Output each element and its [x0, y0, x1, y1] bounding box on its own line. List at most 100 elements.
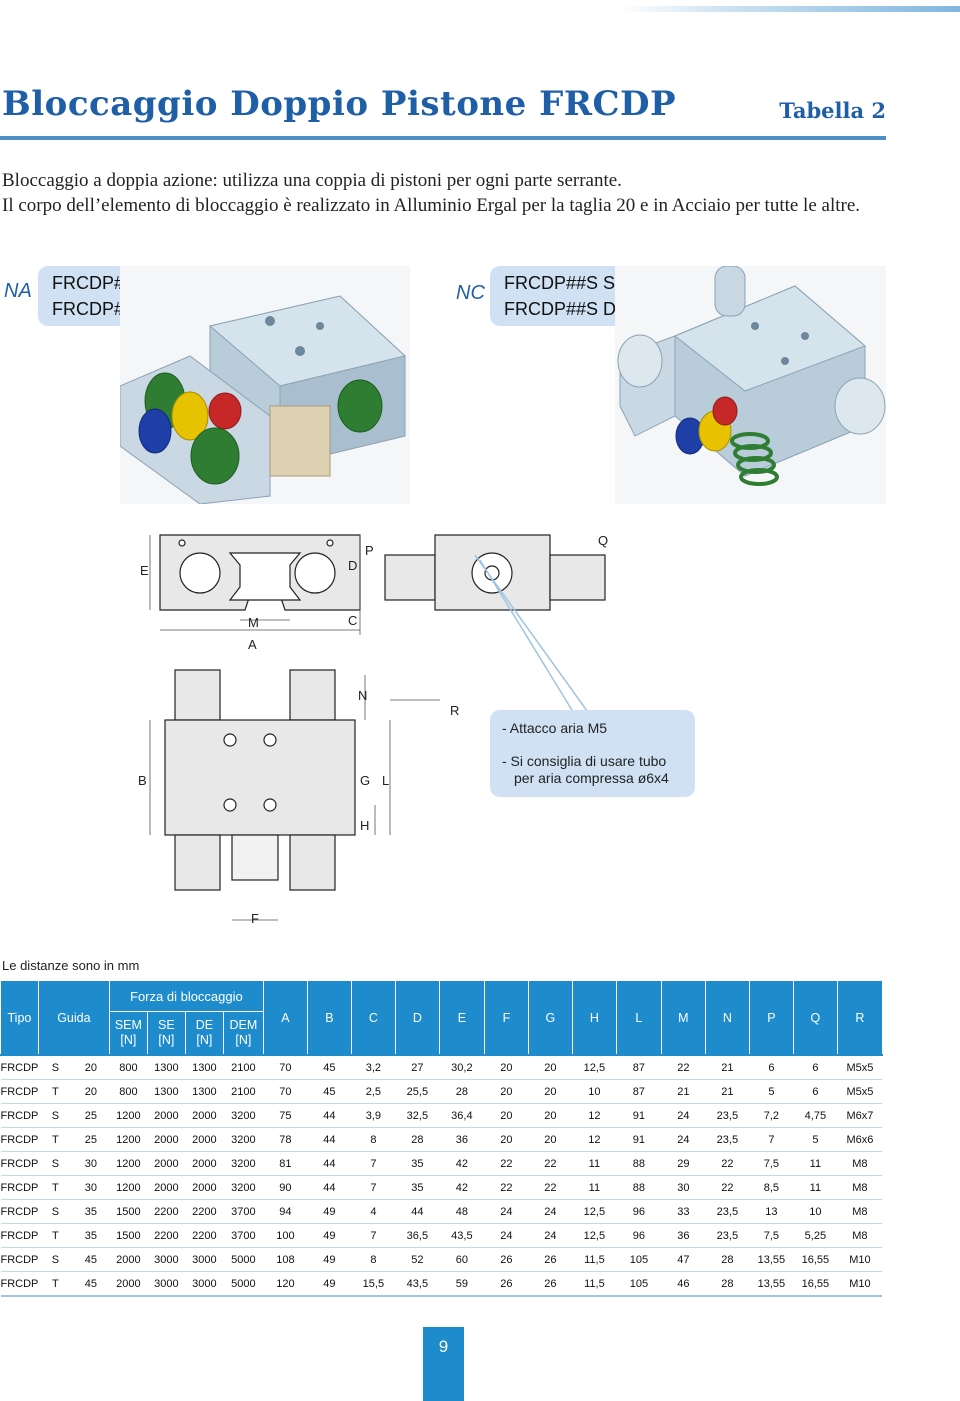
table-cell: 20 — [484, 1103, 529, 1128]
table-cell: 7 — [351, 1223, 396, 1248]
table-cell: 43,5 — [439, 1223, 485, 1248]
table-cell: FRCDP — [0, 1151, 39, 1176]
table-cell: 12,5 — [572, 1199, 617, 1224]
table-cell: 2100 — [223, 1054, 264, 1080]
title-rule — [0, 136, 886, 140]
table-cell: 10 — [793, 1199, 838, 1224]
dim-c: C — [348, 613, 357, 628]
table-cell: 22 — [484, 1175, 529, 1200]
table-cell: 45 — [72, 1247, 110, 1272]
table-cell: 3700 — [223, 1223, 264, 1248]
page-title: Bloccaggio Doppio Pistone FRCDP — [2, 84, 677, 124]
intro-text: Bloccaggio a doppia azione: utilizza una… — [2, 168, 882, 218]
table-cell: 3000 — [185, 1271, 224, 1297]
table-cell: M5x5 — [837, 1054, 883, 1080]
table-cell: 1200 — [109, 1151, 148, 1176]
table-cell: 21 — [705, 1079, 750, 1104]
table-cell: 20 — [528, 1103, 573, 1128]
table-cell: T — [38, 1271, 73, 1297]
table-cell: 3700 — [223, 1199, 264, 1224]
table-cell: 24 — [661, 1103, 706, 1128]
table-cell: 20 — [528, 1127, 573, 1152]
table-cell: 49 — [307, 1199, 352, 1224]
nc-tag: NC — [456, 282, 485, 304]
table-cell: 46 — [661, 1271, 706, 1297]
table-cell: 91 — [616, 1103, 662, 1128]
col-guida: Guida — [37, 980, 110, 1056]
table-cell: 20 — [484, 1054, 529, 1080]
table-cell: M6x6 — [837, 1127, 883, 1152]
table-cell: 36 — [661, 1223, 706, 1248]
table-cell: 25 — [72, 1103, 110, 1128]
table-cell: 7,5 — [749, 1151, 794, 1176]
table-cell: 11,5 — [572, 1271, 617, 1297]
table-cell: 20 — [484, 1079, 529, 1104]
table-cell: 1500 — [109, 1223, 148, 1248]
col-e: E — [438, 980, 485, 1056]
table-cell: 36,5 — [395, 1223, 440, 1248]
table-cell: 108 — [263, 1247, 308, 1272]
table-cell: 24 — [484, 1223, 529, 1248]
top-accent-bar — [620, 6, 960, 12]
table-cell: 5 — [749, 1079, 794, 1104]
table-cell: 26 — [484, 1271, 529, 1297]
table-cell: 21 — [661, 1079, 706, 1104]
table-cell: 22 — [661, 1054, 706, 1080]
table-cell: M10 — [837, 1247, 883, 1272]
col-group-force: Forza di bloccaggio — [108, 980, 264, 1012]
table-cell: 2,5 — [351, 1079, 396, 1104]
table-cell: 91 — [616, 1127, 662, 1152]
col-g: G — [527, 980, 573, 1056]
table-cell: 1300 — [147, 1054, 186, 1080]
col-c: C — [350, 980, 396, 1056]
table-cell: 94 — [263, 1199, 308, 1224]
table-cell: 13,55 — [749, 1271, 794, 1297]
dim-f: F — [251, 911, 259, 926]
table-cell: 27 — [395, 1054, 440, 1080]
table-cell: 44 — [307, 1175, 352, 1200]
table-cell: 42 — [439, 1151, 485, 1176]
table-cell: 12 — [572, 1103, 617, 1128]
table-cell: 11 — [572, 1175, 617, 1200]
table-cell: 3,9 — [351, 1103, 396, 1128]
table-cell: S — [38, 1199, 73, 1224]
note-air-port: - Attacco aria M5 — [502, 720, 608, 736]
table-cell: 7 — [351, 1151, 396, 1176]
table-cell: FRCDP — [0, 1175, 39, 1200]
table-cell: 49 — [307, 1223, 352, 1248]
table-cell: 3000 — [185, 1247, 224, 1272]
dim-a: A — [248, 637, 257, 652]
table-cell: 60 — [439, 1247, 485, 1272]
table-cell: 7,2 — [749, 1103, 794, 1128]
dim-n: N — [358, 688, 367, 703]
table-cell: 20 — [528, 1054, 573, 1080]
table-cell: 36 — [439, 1127, 485, 1152]
table-cell: 35 — [395, 1151, 440, 1176]
table-cell: 7 — [749, 1127, 794, 1152]
dim-d: D — [348, 558, 357, 573]
table-cell: 23,5 — [705, 1199, 750, 1224]
table-cell: 25 — [72, 1127, 110, 1152]
table-cell: 1200 — [109, 1175, 148, 1200]
table-cell: M8 — [837, 1151, 883, 1176]
dim-q: Q — [598, 533, 608, 548]
table-cell: 22 — [705, 1175, 750, 1200]
table-cell: 23,5 — [705, 1103, 750, 1128]
table-cell: 7 — [351, 1175, 396, 1200]
col-p: P — [748, 980, 794, 1056]
table-cell: 2000 — [185, 1175, 224, 1200]
table-cell: 3200 — [223, 1127, 264, 1152]
table-cell: 48 — [439, 1199, 485, 1224]
table-cell: 11 — [793, 1175, 838, 1200]
col-r: R — [836, 980, 883, 1056]
table-cell: 44 — [307, 1151, 352, 1176]
table-cell: 16,55 — [793, 1271, 838, 1297]
table-cell: 11 — [793, 1151, 838, 1176]
table-cell: FRCDP — [0, 1054, 39, 1080]
table-cell: 45 — [307, 1054, 352, 1080]
table-cell: 52 — [395, 1247, 440, 1272]
table-cell: 70 — [263, 1079, 308, 1104]
